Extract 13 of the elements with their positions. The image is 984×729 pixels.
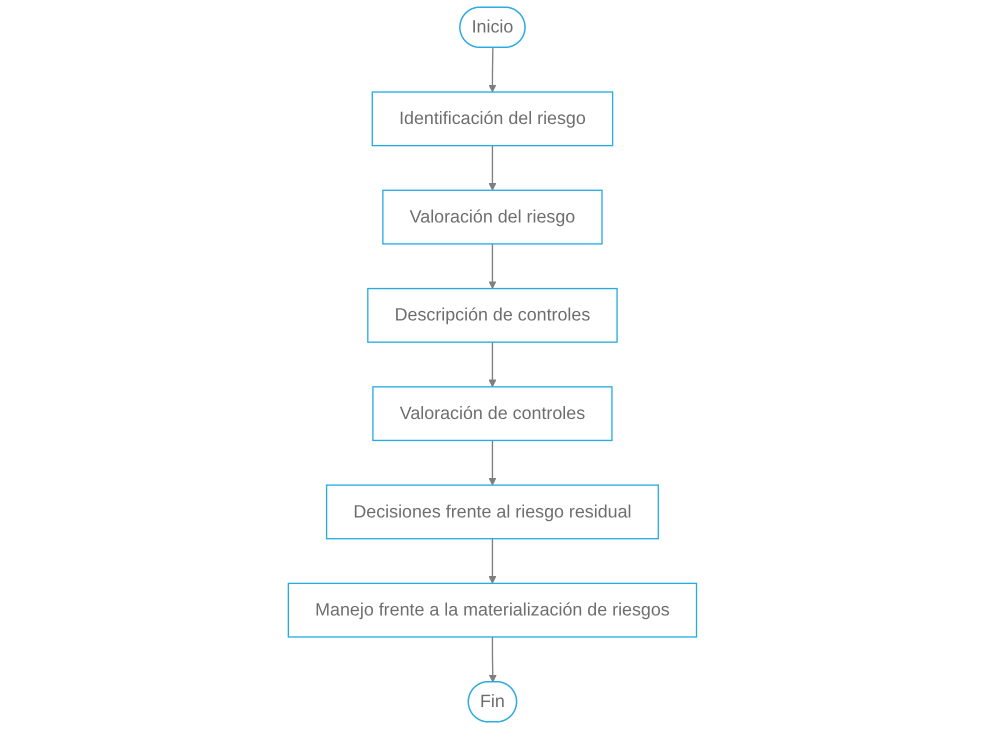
arrow bbox=[488, 244, 496, 289]
arrow bbox=[488, 146, 496, 191]
arrow bbox=[488, 48, 496, 92]
arrow bbox=[488, 538, 496, 584]
arrow bbox=[488, 440, 496, 486]
node-box: Valoración del riesgo bbox=[382, 190, 602, 245]
arrow bbox=[488, 636, 496, 682]
node-box: Valoración de controles bbox=[372, 386, 612, 442]
arrow bbox=[488, 342, 496, 388]
node-box: Identificación del riesgo bbox=[371, 91, 613, 146]
node-box: Descripción de controles bbox=[366, 288, 618, 343]
node-box: Decisiones frente al riesgo residual bbox=[325, 484, 659, 540]
node-box: Manejo frente a la materialización de riesgos bbox=[287, 582, 697, 638]
